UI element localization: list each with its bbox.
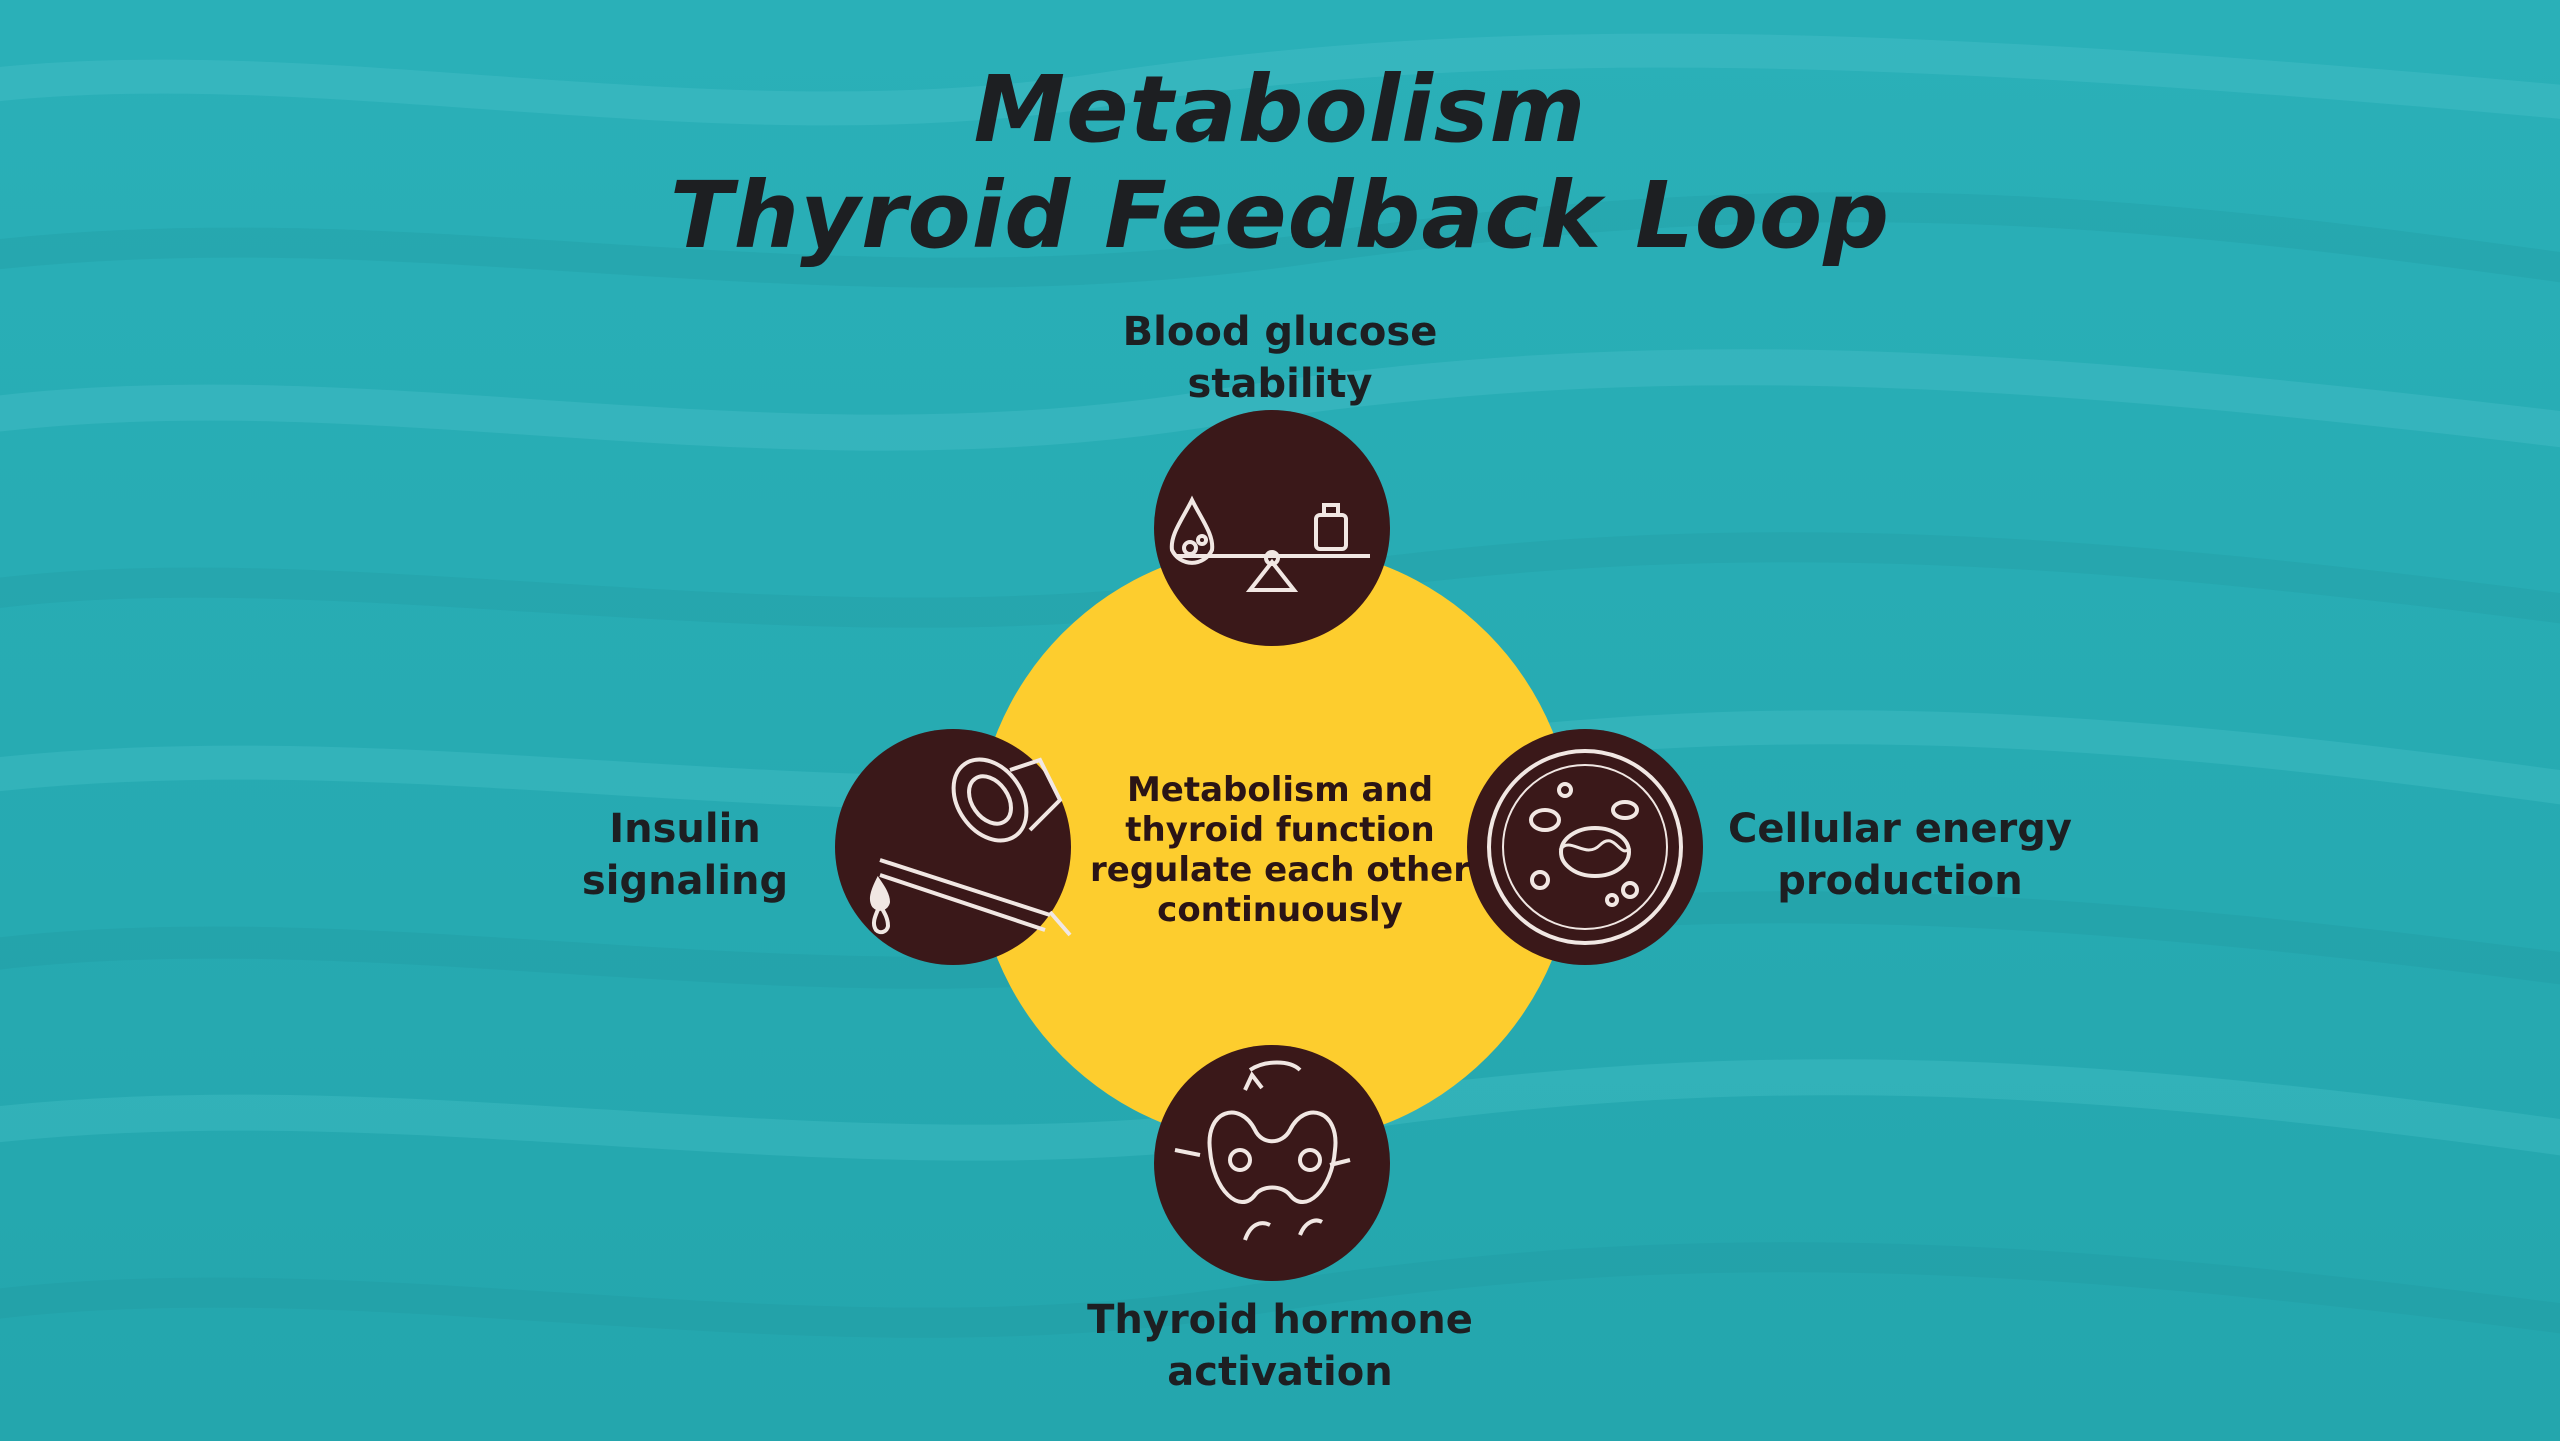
node-label-insulin: Insulin signaling — [540, 803, 830, 907]
center-disc — [975, 545, 1575, 1145]
cell-icon — [1467, 729, 1703, 965]
center-statement: Metabolism and thyroid function regulate… — [1075, 770, 1485, 930]
node-label-line: Cellular energy — [1728, 806, 2072, 852]
node-label-line: Insulin — [609, 806, 761, 852]
center-line-4: continuously — [1157, 890, 1403, 930]
node-label-thyroid-hormone: Thyroid hormone activation — [1030, 1294, 1530, 1398]
center-line-1: Metabolism and — [1126, 770, 1434, 810]
node-label-line: Thyroid hormone — [1087, 1297, 1473, 1343]
node-label-cellular-energy: Cellular energy production — [1690, 803, 2110, 907]
node-label-line: Blood glucose — [1122, 309, 1438, 355]
scale-balance-icon — [1154, 410, 1390, 646]
thyroid-gland-icon — [1154, 1045, 1390, 1281]
insulin-vial-syringe-icon — [835, 729, 1072, 965]
node-label-line: stability — [1187, 361, 1373, 407]
title-line-2: Thyroid Feedback Loop — [669, 162, 1891, 269]
title-line-1: Metabolism — [973, 56, 1587, 163]
center-line-2: thyroid function — [1125, 810, 1435, 850]
node-label-blood-glucose: Blood glucose stability — [1030, 306, 1530, 410]
node-label-line: activation — [1167, 1349, 1393, 1395]
center-line-3: regulate each other — [1090, 850, 1470, 890]
node-label-line: production — [1777, 858, 2023, 904]
node-label-line: signaling — [581, 858, 789, 904]
